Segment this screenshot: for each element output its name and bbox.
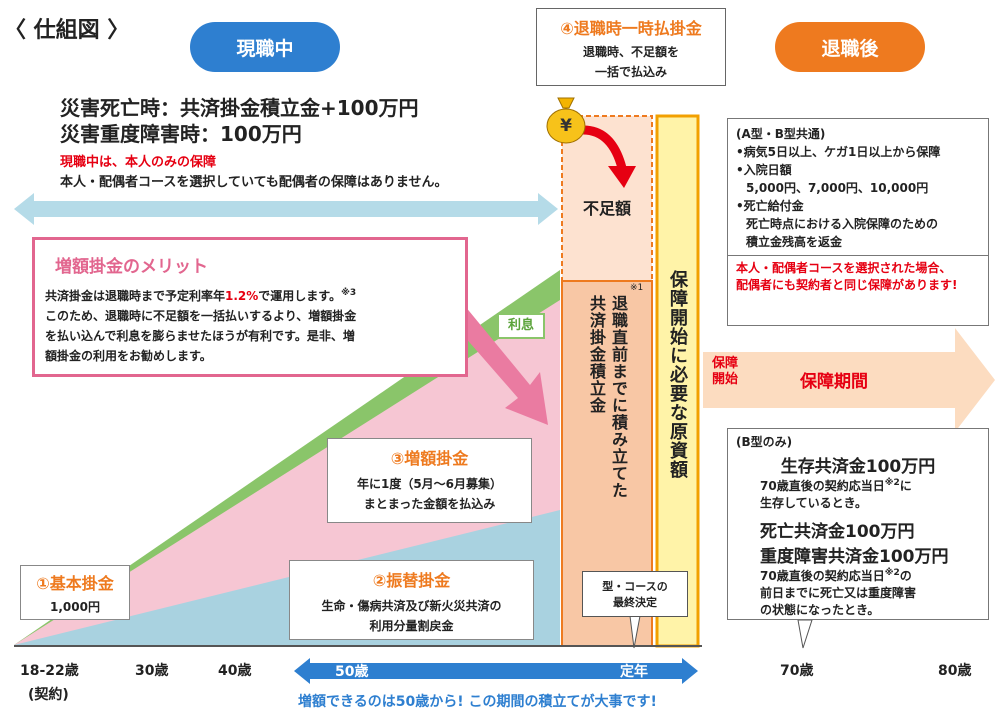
step4-title: ④退職時一時払掛金 bbox=[560, 19, 702, 38]
merit-line-4: 額掛金の利用をお勧めします。 bbox=[45, 349, 212, 363]
age-label-2: 30歳 bbox=[135, 663, 169, 679]
badge-after: 退職後 bbox=[775, 22, 925, 72]
merit-arrow bbox=[443, 300, 548, 425]
accumulated-col-1: 退職直前までに積み立てた bbox=[609, 295, 628, 499]
badge-current: 現職中 bbox=[190, 22, 340, 72]
accumulated-label: ※1 退職直前までに積み立てた 共済掛金積立金 bbox=[587, 283, 644, 499]
after-b-box: (B型のみ) 生存共済金100万円 70歳直後の契約応当日※2に 生存していると… bbox=[727, 428, 989, 620]
yen-sign: ¥ bbox=[560, 116, 572, 136]
age-label-1b: (契約) bbox=[28, 687, 69, 703]
merit-line-3: を払い込んで利息を膨らませたほうが有利です。是非、増 bbox=[45, 329, 355, 343]
money-bag-icon: ¥ bbox=[545, 92, 587, 144]
growth-period-arrow bbox=[294, 658, 698, 684]
age-label-5: 70歳 bbox=[780, 663, 814, 679]
step2-line-1: 生命・傷病共済及び新火災共済の bbox=[321, 599, 502, 613]
interest-label: 利息 bbox=[497, 313, 545, 339]
step4-box: ④退職時一時払掛金 退職時、不足額を 一括で払込み bbox=[536, 8, 726, 86]
step3-line-1: 年に1度（5月～6月募集） bbox=[356, 477, 503, 491]
coverage-start: 保障 開始 bbox=[712, 356, 739, 387]
coverage-period: 保障期間 bbox=[800, 372, 868, 392]
step1-amount: 1,000円 bbox=[50, 600, 100, 614]
step3-box: ③増額掛金 年に1度（5月～6月募集） まとまった金額を払込み bbox=[327, 438, 532, 523]
current-note: 本人・配偶者コースを選択していても配偶者の保障はありません。 bbox=[60, 175, 448, 190]
current-period-arrow bbox=[14, 193, 558, 225]
age-label-1: 18-22歳 bbox=[20, 663, 79, 679]
step2-box: ②振替掛金 生命・傷病共済及び新火災共済の 利用分量割戻金 bbox=[289, 560, 534, 640]
step3-title: ③増額掛金 bbox=[390, 449, 469, 468]
age-label-6: 80歳 bbox=[938, 663, 972, 679]
merit-line-1: 共済掛金は退職時まで予定利率年1.2%で運用します。※3 bbox=[45, 288, 357, 303]
coverage-arrow bbox=[703, 328, 995, 432]
step1-title: ①基本掛金 bbox=[36, 574, 114, 593]
current-line-2: 災害重度障害時：100万円 bbox=[60, 122, 302, 146]
step2-line-2: 利用分量割戻金 bbox=[369, 619, 454, 633]
age-label-4: 50歳 bbox=[335, 664, 369, 680]
required-column bbox=[655, 114, 700, 648]
shortfall-label: 不足額 bbox=[582, 199, 631, 218]
step2-title: ②振替掛金 bbox=[372, 571, 451, 590]
step4-line-1: 退職時、不足額を bbox=[582, 45, 679, 59]
page-title: 〈 仕組図 〉 bbox=[4, 18, 130, 43]
axis-caption: 増額できるのは50歳から! この期間の積立てが大事です! bbox=[298, 694, 657, 710]
current-line-1: 災害死亡時：共済掛金積立金+100万円 bbox=[60, 96, 419, 120]
step3-line-2: まとまった金額を払込み bbox=[363, 497, 496, 511]
ab-title: (A型・B型共通) bbox=[736, 127, 826, 141]
retire-label: 定年 bbox=[620, 664, 648, 680]
accumulated-col-2: 共済掛金積立金 bbox=[587, 295, 606, 414]
age-label-3: 40歳 bbox=[218, 663, 252, 679]
final-decision-box: 型・コースの 最終決定 bbox=[582, 571, 688, 617]
required-label: 保障開始に必要な原資額 bbox=[667, 270, 688, 479]
step4-line-2: 一括で払込み bbox=[594, 65, 667, 79]
merit-box: 増額掛金のメリット 共済掛金は退職時まで予定利率年1.2%で運用します。※3 こ… bbox=[32, 237, 468, 377]
current-note-red: 現職中は、本人のみの保障 bbox=[60, 155, 217, 170]
merit-title: 増額掛金のメリット bbox=[55, 257, 208, 277]
after-ab-box: (A型・B型共通) •病気5日以上、ケガ1日以上から保障 •入院日額 5,000… bbox=[727, 118, 989, 326]
merit-line-2: このため、退職時に不足額を一括払いするより、増額掛金 bbox=[45, 309, 357, 323]
red-arrow bbox=[608, 166, 636, 188]
step1-box: ①基本掛金 1,000円 bbox=[20, 565, 130, 620]
